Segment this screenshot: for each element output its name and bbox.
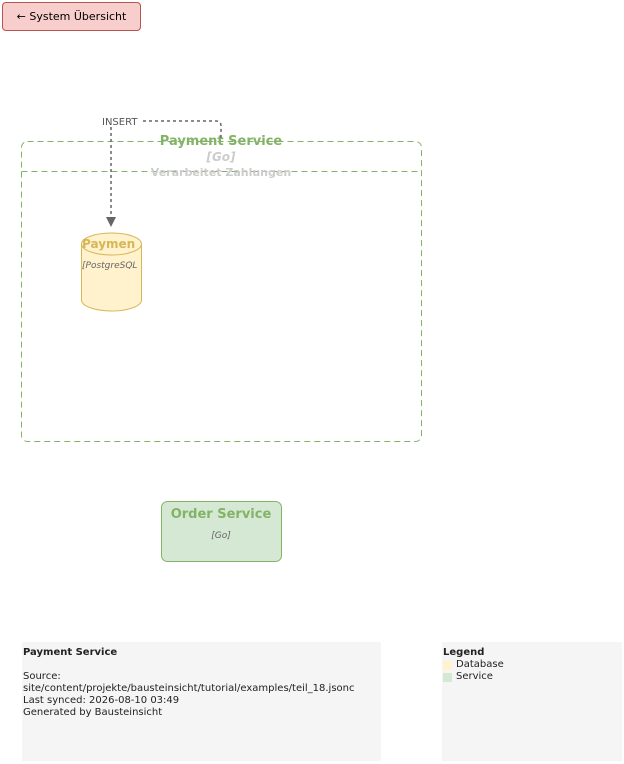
info-last-synced: Last synced: 2026-08-10 03:49 [23, 695, 180, 706]
database-tech: [PostgreSQL [82, 261, 137, 271]
diagram-canvas: Payment Service [Go] Verarbeitet Zahlung… [21, 117, 422, 562]
info-source-label: Source: [23, 671, 61, 682]
legend-title: Legend [443, 647, 485, 658]
legend-item-service: Service [443, 671, 621, 683]
payment-database[interactable]: Paymen [PostgreSQL [81, 232, 142, 312]
back-to-system-overview-button[interactable]: ← System Übersicht [2, 2, 141, 31]
service-swatch [443, 672, 452, 682]
legend-panel: Legend Database Service [442, 642, 622, 761]
info-generated-by: Generated by Bausteinsicht [23, 707, 163, 718]
legend-item-label: Service [456, 671, 493, 682]
diagram-info-panel: Payment Service Source: site/content/pro… [22, 642, 381, 761]
boundary-tech: [Go] [205, 150, 236, 164]
order-service-node[interactable]: Order Service [Go] [161, 501, 282, 562]
legend-item-label: Database [456, 659, 504, 670]
legend-item-database: Database [443, 659, 621, 671]
payment-service-boundary[interactable]: Payment Service [Go] Verarbeitet Zahlung… [21, 134, 422, 442]
order-service-name: Order Service [171, 507, 272, 522]
info-title: Payment Service [23, 647, 118, 658]
boundary-description: Verarbeitet Zahlungen [151, 166, 291, 179]
database-name: Paymen [82, 237, 135, 251]
boundary-title: Payment Service [160, 134, 283, 149]
insert-relation-label: INSERT [102, 117, 138, 128]
database-swatch [443, 660, 452, 670]
info-source-path: site/content/projekte/bausteinsicht/tuto… [23, 683, 355, 694]
order-service-tech: [Go] [211, 531, 231, 541]
insert-relation[interactable]: INSERT [102, 117, 222, 227]
